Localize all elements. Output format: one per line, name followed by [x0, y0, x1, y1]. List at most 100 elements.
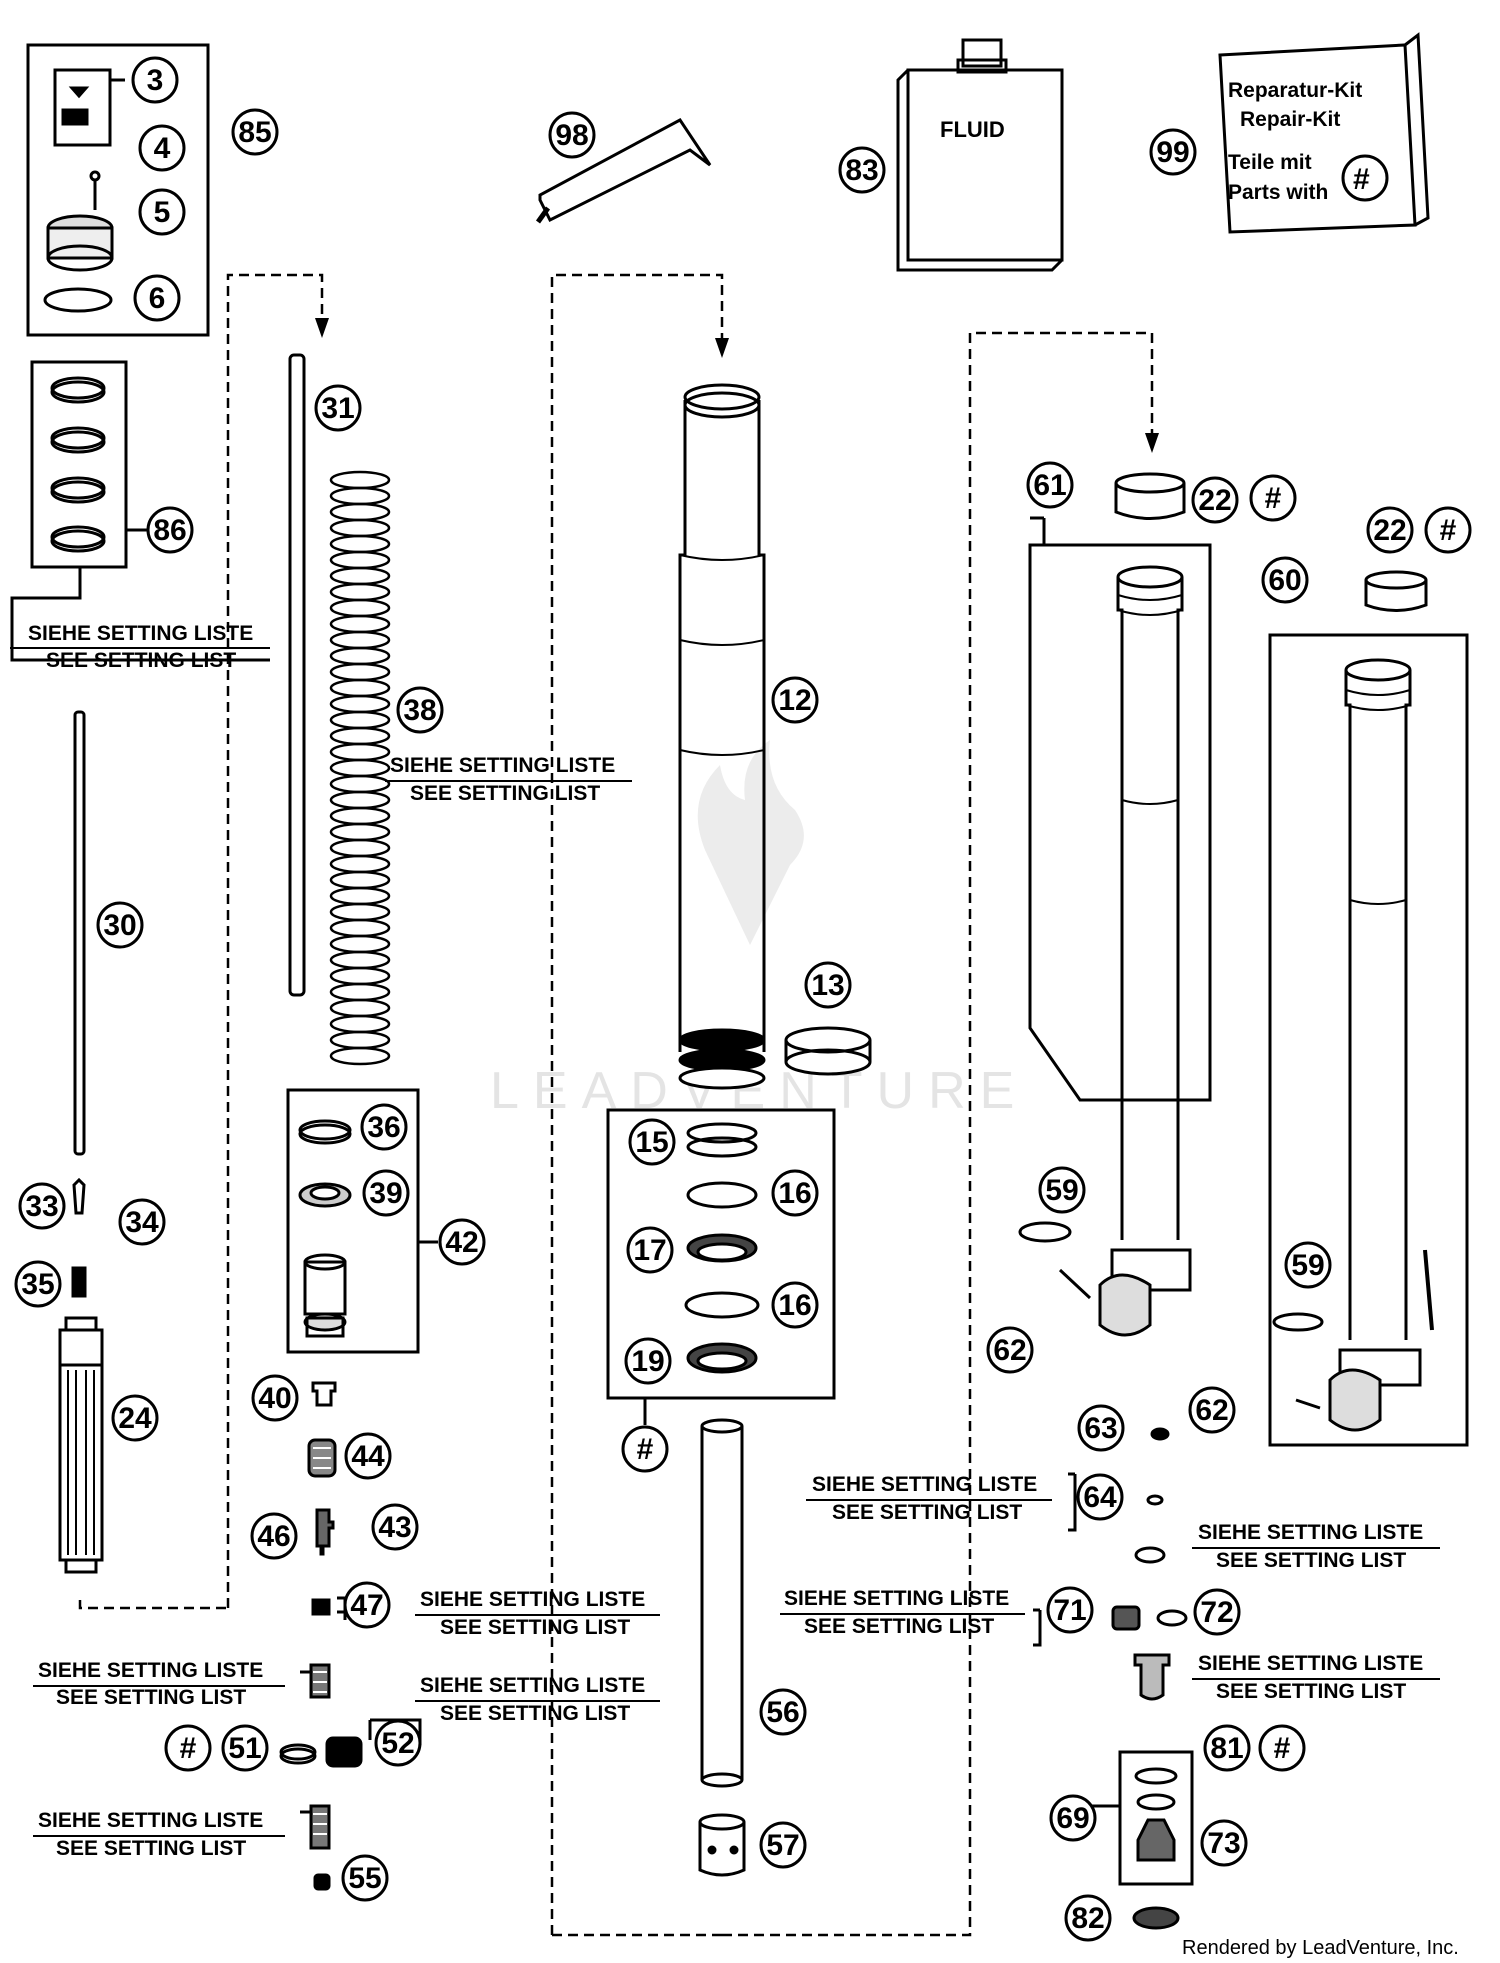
callout-circle	[1284, 1241, 1332, 1289]
note-en: SEE SETTING LIST	[440, 1616, 630, 1639]
callout-c31: 31	[314, 384, 362, 432]
callout-number: 6	[149, 282, 166, 315]
callout-c16a: 16	[771, 1169, 819, 1217]
callout-number: 19	[631, 1345, 664, 1378]
callout-c56: 56	[759, 1688, 807, 1736]
spring-coil	[329, 742, 391, 762]
spring-coil	[329, 662, 391, 682]
callout-number: 24	[118, 1402, 152, 1435]
spring-coil	[329, 726, 391, 746]
callout-c59b: 59	[1284, 1241, 1332, 1289]
callout-circle	[759, 1821, 807, 1869]
callout-number: 81	[1210, 1732, 1243, 1765]
cartridge-tube-24	[58, 1316, 104, 1574]
credit-text: Rendered by LeadVenture, Inc.	[1182, 1937, 1459, 1959]
callout-circle	[18, 1182, 66, 1230]
note-en: SEE SETTING LIST	[46, 649, 236, 672]
fork-leg-60	[1268, 633, 1469, 1447]
spring-coil	[329, 854, 391, 874]
note-de: SIEHE SETTING LISTE	[390, 754, 615, 777]
outer-tube-12	[678, 383, 766, 1090]
callout-number: 17	[633, 1234, 666, 1267]
spring-coil	[329, 486, 391, 506]
callout-circle	[1049, 1794, 1097, 1842]
note-de: SIEHE SETTING LISTE	[420, 1588, 645, 1611]
small-valve-parts	[279, 1381, 422, 1891]
spring-coil	[329, 934, 391, 954]
fork-leg-61	[1018, 518, 1212, 1337]
callout-circle	[344, 1432, 392, 1480]
spring-coil	[329, 950, 391, 970]
note-de: SIEHE SETTING LISTE	[28, 622, 253, 645]
callout-circle	[341, 1854, 389, 1902]
callout-circle	[164, 1724, 212, 1772]
callout-circle	[362, 1169, 410, 1217]
callout-circle	[771, 1281, 819, 1329]
callout-number: 98	[555, 119, 588, 152]
callout-number: 43	[378, 1511, 411, 1544]
callout-number: #	[637, 1433, 654, 1466]
callout-circle	[621, 1425, 669, 1473]
note-de: SIEHE SETTING LISTE	[1198, 1521, 1423, 1544]
callout-circle	[548, 111, 596, 159]
spring-coil	[329, 582, 391, 602]
callout-c16b: 16	[771, 1281, 819, 1329]
callout-circle	[1188, 1386, 1236, 1434]
callout-circle	[221, 1724, 269, 1772]
spring-coil	[329, 758, 391, 778]
callout-number: 99	[1156, 136, 1189, 169]
note-de: SIEHE SETTING LISTE	[38, 1809, 263, 1832]
note-86: SIEHE SETTING LISTE SEE SETTING LIST	[28, 622, 253, 672]
callout-circle	[314, 384, 362, 432]
callout-circle	[1077, 1404, 1125, 1452]
note-de: SIEHE SETTING LISTE	[1198, 1652, 1423, 1675]
inner-tube-56	[698, 1418, 746, 1877]
repair-kit-symbol: #	[1353, 163, 1370, 196]
callout-circle	[118, 1198, 166, 1246]
note-de: SIEHE SETTING LISTE	[38, 1659, 263, 1682]
spring-coil	[329, 998, 391, 1018]
callout-circle	[1191, 476, 1239, 524]
damper-rod-31	[288, 353, 306, 997]
callout-number: 72	[1200, 1596, 1233, 1629]
callout-number: 57	[766, 1829, 799, 1862]
callout-c83: 83	[838, 146, 886, 194]
note-47: SIEHE SETTING LISTE SEE SETTING LIST	[420, 1588, 645, 1639]
callout-number: 47	[350, 1589, 383, 1622]
spring-coil	[329, 1014, 391, 1034]
callout-c71: 71	[1046, 1586, 1094, 1634]
callout-c73: 73	[1200, 1819, 1248, 1867]
note-en: SEE SETTING LIST	[410, 782, 600, 805]
callout-number: 4	[154, 132, 171, 165]
callout-c34: 34	[118, 1198, 166, 1246]
callout-circle	[438, 1218, 486, 1266]
callout-c82: 82	[1064, 1894, 1112, 1942]
callout-number: 15	[635, 1126, 668, 1159]
callout-number: 56	[766, 1696, 799, 1729]
callout-number: 59	[1291, 1249, 1324, 1282]
callout-circle	[360, 1103, 408, 1151]
callout-circle	[1366, 506, 1414, 554]
callout-circle	[804, 961, 852, 1009]
callout-circle	[1203, 1724, 1251, 1772]
fork-spring-38	[329, 470, 391, 1066]
callout-circle	[1046, 1586, 1094, 1634]
callout-number: 62	[993, 1334, 1026, 1367]
spring-coil	[329, 774, 391, 794]
spring-coil	[329, 982, 391, 1002]
callout-number: 33	[25, 1190, 58, 1223]
callout-number: 63	[1084, 1412, 1117, 1445]
repair-kit-line4: Parts with	[1228, 181, 1328, 204]
callout-number: 3	[147, 64, 164, 97]
spring-coil	[329, 502, 391, 522]
fork-fluid-bottle-83: FLUID	[896, 38, 1064, 272]
callout-number: 40	[258, 1382, 291, 1415]
callout-number: 36	[367, 1111, 400, 1144]
callout-c5: 5	[138, 188, 186, 236]
callout-number: 31	[321, 392, 354, 425]
callout-circle	[1149, 128, 1197, 176]
callout-c62b: 62	[1188, 1386, 1236, 1434]
